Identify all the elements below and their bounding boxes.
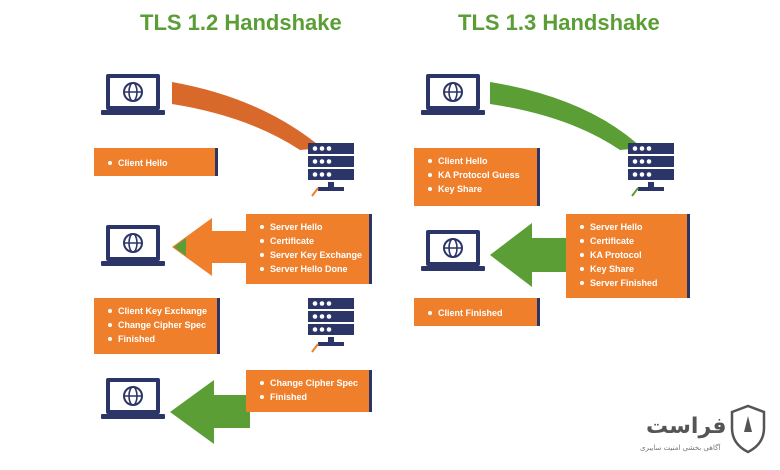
tls12-arrow-finished: [170, 380, 250, 444]
list-item: Certificate: [580, 234, 679, 248]
list-item: Finished: [260, 390, 361, 404]
tls12-arrow-server-hello: [172, 218, 248, 276]
list-item: Server Finished: [580, 276, 679, 290]
logo-tagline: آگاهی بخشی امنیت سایبری: [640, 444, 721, 452]
tls13-server-hello-box: Server Hello Certificate KA Protocol Key…: [566, 214, 690, 298]
list-item: Server Hello Done: [260, 262, 361, 276]
tls13-client-hello-box: Client Hello KA Protocol Guess Key Share: [414, 148, 540, 206]
list-item: Client Finished: [428, 306, 529, 320]
tls13-client-laptop-1: [420, 73, 486, 116]
tls12-server-hello-box: Server Hello Certificate Server Key Exch…: [246, 214, 372, 284]
list-item: Change Cipher Spec: [108, 318, 209, 332]
tls12-arrow-client-hello: [172, 82, 322, 150]
list-item: Key Share: [428, 182, 529, 196]
list-item: Key Share: [580, 262, 679, 276]
tls13-client-finished-box: Client Finished: [414, 298, 540, 326]
list-item: KA Protocol: [580, 248, 679, 262]
tls13-server-1: [628, 143, 674, 191]
shield-icon: [730, 404, 766, 454]
list-item: Client Hello: [108, 156, 207, 170]
tls13-arrow-server-hello: [490, 223, 568, 287]
list-item: Server Key Exchange: [260, 248, 362, 262]
list-item: Change Cipher Spec: [260, 376, 361, 390]
tls12-client-laptop-1: [100, 73, 166, 116]
tls13-arrow-client-hello: [490, 82, 642, 150]
list-item: Client Key Exchange: [108, 304, 209, 318]
tls12-title: TLS 1.2 Handshake: [140, 10, 342, 35]
tls12-client-key-exchange-box: Client Key Exchange Change Cipher Spec F…: [94, 298, 220, 354]
tls12-client-laptop-3: [100, 377, 166, 420]
list-item: Server Hello: [260, 220, 361, 234]
tls13-title: TLS 1.3 Handshake: [458, 10, 660, 35]
logo-name: فراست: [646, 414, 727, 439]
tls12-server-1: [308, 143, 354, 191]
list-item: KA Protocol Guess: [428, 168, 529, 182]
list-item: Server Hello: [580, 220, 679, 234]
list-item: Client Hello: [428, 154, 529, 168]
tls12-server-2: [308, 298, 354, 346]
list-item: Certificate: [260, 234, 361, 248]
tls12-change-cipher-box: Change Cipher Spec Finished: [246, 370, 372, 412]
tls13-client-laptop-2: [420, 229, 486, 272]
tls12-client-hello-box: Client Hello: [94, 148, 218, 176]
list-item: Finished: [108, 332, 209, 346]
tls12-client-laptop-2: [100, 224, 166, 267]
